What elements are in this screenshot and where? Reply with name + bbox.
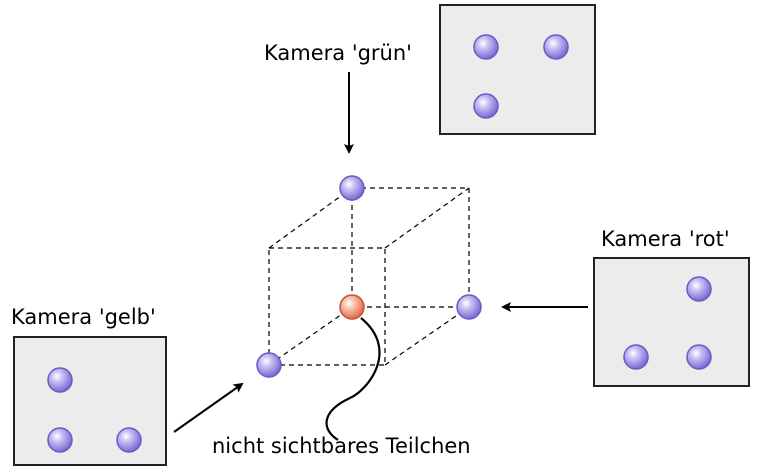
hidden-particle [339, 294, 365, 320]
particle-projection [686, 276, 712, 302]
particle-projection [116, 427, 142, 453]
arrow-camera-yellow [173, 382, 244, 433]
label-camera-yellow: Kamera 'gelb' [11, 305, 156, 329]
camera-yellow-panel [13, 336, 167, 466]
particle-projection [473, 34, 499, 60]
particle-projection [473, 93, 499, 119]
particle [339, 175, 365, 201]
label-hidden-particle: nicht sichtbares Teilchen [212, 434, 471, 458]
particle-projection [686, 344, 712, 370]
particle [456, 294, 482, 320]
camera-red-panel [593, 257, 750, 387]
label-camera-green: Kamera 'grün' [264, 41, 412, 65]
cube-wireframe [268, 187, 470, 366]
camera-green-panel [439, 4, 596, 135]
particle-projection [623, 344, 649, 370]
label-camera-red: Kamera 'rot' [601, 227, 730, 251]
hidden-particle-pointer [325, 317, 381, 441]
particle [256, 352, 282, 378]
particle-projection [543, 34, 569, 60]
particle-projection [47, 367, 73, 393]
particle-projection [47, 427, 73, 453]
